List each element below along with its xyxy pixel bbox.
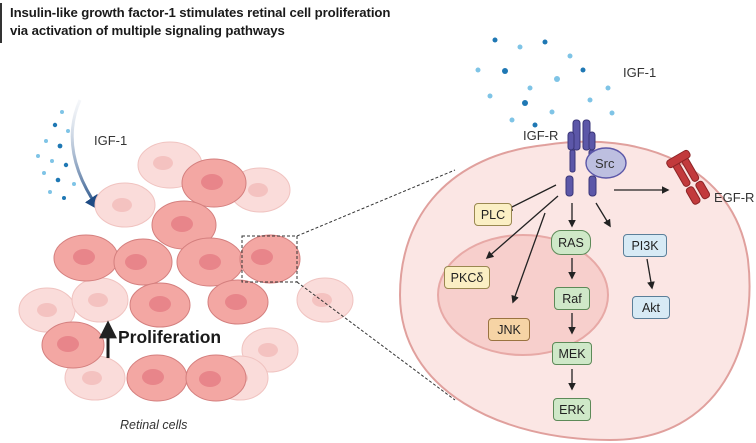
left-igf1-label: IGF-1 xyxy=(94,133,128,148)
node-raf: Raf xyxy=(554,287,590,310)
left-ligand-particles xyxy=(36,110,76,200)
node-akt: Akt xyxy=(632,296,670,319)
retinal-cells-caption: Retinal cells xyxy=(120,418,188,432)
arrow-to-jnk xyxy=(511,212,546,304)
left-ligand-arrow xyxy=(70,99,100,211)
right-igf1-label: IGF-1 xyxy=(623,65,657,80)
title-line-2: via activation of multiple signaling pat… xyxy=(10,23,285,38)
zoom-box xyxy=(241,235,298,283)
node-ras: RAS xyxy=(551,230,591,255)
node-jnk: JNK xyxy=(488,318,530,341)
title-line-1: Insulin-like growth factor-1 stimulates … xyxy=(10,5,391,20)
egf-receptor xyxy=(666,149,711,205)
signaling-arrows xyxy=(485,184,670,391)
figure-title: Insulin-like growth factor-1 stimulates … xyxy=(0,3,402,43)
node-pkc-delta: PKCδ xyxy=(444,266,490,289)
src-kinase xyxy=(585,147,627,179)
igf-r-label: IGF-R xyxy=(523,128,559,143)
proliferation-label: Proliferation xyxy=(118,327,222,347)
src-label: Src xyxy=(595,156,615,171)
arrow-to-pkc xyxy=(485,195,559,260)
arrow-to-akt xyxy=(646,258,655,290)
arrow-to-plc xyxy=(504,184,557,211)
node-plc: PLC xyxy=(474,203,512,226)
right-ligand-particles xyxy=(475,37,615,128)
retinal-cells-cluster xyxy=(18,141,354,402)
node-pi3k: PI3K xyxy=(623,234,667,257)
arrow-to-pi3k xyxy=(595,202,611,228)
zoom-line-bottom xyxy=(296,281,456,401)
egf-r-label: EGF-R xyxy=(714,190,755,205)
zoom-line-top xyxy=(296,169,456,237)
node-mek: MEK xyxy=(552,342,592,365)
zoomed-nucleus xyxy=(437,234,609,356)
node-erk: ERK xyxy=(553,398,591,421)
